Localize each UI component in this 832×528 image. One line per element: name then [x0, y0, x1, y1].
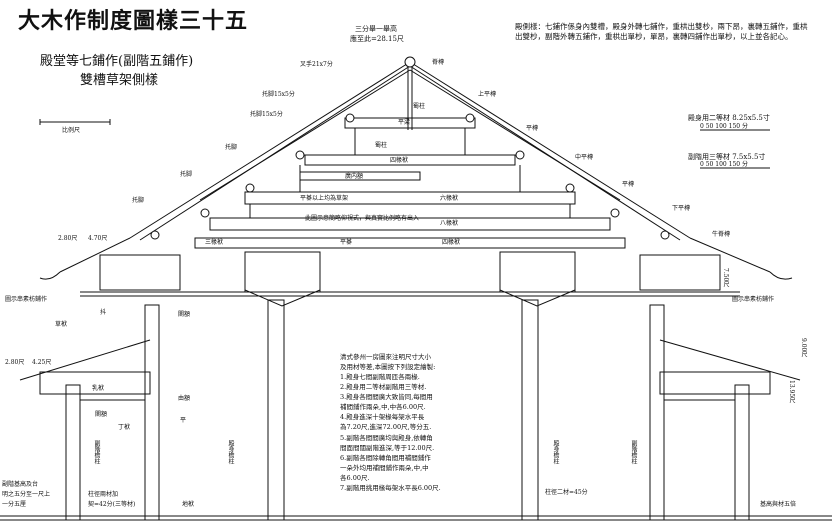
label-qiang: 平 [180, 417, 187, 424]
label-liu-chuan: 六椽栿 [440, 195, 459, 202]
note-line: 5.副階各間間廣均與殿身,依轉角 [340, 433, 433, 442]
note-line: 及用材等差,本圖按下列設定繪製: [340, 363, 436, 372]
label-san-chuan: 三椽栿 [205, 239, 224, 246]
label-zhu-jing-l: 柱徑兩材加 [88, 491, 119, 498]
dim-7: 13.95尺 [788, 380, 795, 404]
dim-4: 4.25尺 [32, 359, 52, 366]
header-note: 殿側樣：七鋪作係身內雙槽，殿身外轉七鋪作，重栱出雙杪，兩下昂，裏轉五鋪作，重栱出… [515, 22, 808, 42]
label-ping-qi-2: 平棊 [340, 239, 353, 246]
label-tuojiao15: 托脚15x5分 [250, 111, 283, 118]
label-tuo: 托腳 [225, 144, 238, 151]
label-dian-shen-zhu: 殿身檐柱 [227, 440, 234, 464]
note-line: 一朵外均用補間鋪作兩朵,中,中 [340, 463, 429, 472]
note-line: 清式參州一房圖來注明尺寸大小 [340, 353, 431, 361]
legend-a-scale: 0 50 100 150 分 [700, 123, 748, 130]
label-xia-ping: 下平槫 [672, 205, 691, 212]
note-line: 各6.00尺. [340, 473, 370, 482]
label-lu-nei: 廣内額 [345, 173, 364, 180]
note-line: 7.副階用挑用椽每架水平長6.00尺. [340, 483, 441, 492]
label-shi-e: 地栿 [182, 501, 195, 508]
dim-1: 2.80尺 [58, 235, 78, 242]
label-yong-e: 闌額 [95, 411, 108, 418]
notes-block: 清式參州一房圖來注明尺寸大小 及用材等差,本圖按下列設定繪製: 1.殿身七間副階… [340, 352, 441, 493]
note-line: 補間鋪作兩朵,中,中各6.00尺. [340, 403, 426, 412]
label-guo-note: 此圖示意簡略仰視式，與真實比例略有出入 [305, 215, 420, 222]
label-dian-shen-zhu-2: 殿身檐柱 [552, 440, 559, 464]
label-tuo-3: 托腳 [132, 197, 145, 204]
left-note-top: 圖示串素枋鋪作 [5, 296, 48, 303]
label-you-e: 由額 [178, 395, 191, 402]
label-ping-liang: 平梁 [398, 119, 411, 126]
label-ji-bang: 蜀柱 [375, 142, 388, 149]
label-tuo-2: 托脚 [180, 171, 193, 178]
label-ping-tou-2: 平槫 [622, 181, 635, 188]
apex-note-1: 三分舉一舉高 [355, 25, 397, 33]
note-line: 為7.20尺,進深72.00尺,等分五. [340, 423, 432, 432]
legend-b: 副階用三等材 7.5x5.5寸 [688, 153, 766, 161]
label-si-chuan-2: 四椽栿 [442, 239, 461, 246]
label-ya-yan: 牛脊槫 [712, 231, 731, 238]
label-fengtou: 抖 [100, 309, 107, 316]
left-bottom-2: 明之五分至一尺上 [2, 491, 51, 498]
label-fu-jie-zhu: 副階檐柱 [93, 440, 100, 464]
label-tuojiao: 托脚15x5分 [262, 91, 295, 98]
note-line: 間面間闊副階進深,等于12.00尺. [340, 443, 435, 452]
label-ping-qi: 平棊以上均為草架 [300, 195, 349, 202]
dim-6: 7.50尺 [722, 268, 729, 288]
label-zhu-jing: 柱徑二材=45分 [545, 489, 588, 496]
label-lu-e: 闌額 [178, 311, 191, 318]
label-ding-fu: 丁栿 [118, 424, 131, 431]
page-title: 大木作制度圖樣三十五 [18, 8, 249, 34]
label-ba-chuan: 八椽栿 [440, 220, 459, 227]
note-line: 1.殿身七間副階周匝各兩椽. [340, 373, 420, 382]
subtitle-2: 雙槽草架側樣 [80, 73, 159, 88]
label-ji-bang-top: 蜀柱 [413, 103, 426, 110]
note-line: 6.副階各間除轉角間用補間鋪作 [340, 453, 431, 462]
dim-3: 2.80尺 [5, 359, 25, 366]
note-line: 2.殿身用二等材副階用三等材. [340, 383, 427, 392]
legend-a: 殿身用二等材 8.25x5.5寸 [688, 114, 770, 122]
label-zhu-jing-l2: 契=42分(三等材) [88, 501, 136, 508]
apex-note-2: 應至此=28.15尺 [350, 35, 404, 43]
dim-5: 9.00尺 [800, 338, 807, 358]
label-jiazi: 叉手21x7分 [300, 61, 333, 68]
right-note-top: 圖示串素枋鋪作 [732, 296, 775, 303]
scale-label: 比例尺 [62, 127, 81, 134]
label-ru-fu: 乳栿 [92, 385, 105, 392]
left-bottom-1: 副階基高及台 [2, 481, 39, 488]
label-cao: 草栿 [55, 321, 68, 328]
label-si-chuan: 四椽栿 [390, 157, 409, 164]
subtitle: 殿堂等七鋪作(副階五鋪作) [40, 54, 194, 69]
label-ping-tou: 平槫 [526, 125, 539, 132]
label-fu-jie-zhu-2: 副階檐柱 [630, 440, 637, 464]
note-line: 3.殿身各間間廣大致皆同,每間用 [340, 393, 433, 402]
label-ji-tou: 脊槫 [432, 59, 445, 66]
right-bottom: 基高與材五倍 [760, 501, 797, 508]
label-zhong-ping: 中平槫 [575, 154, 594, 161]
legend-b-scale: 0 50 100 150 分 [700, 161, 748, 168]
label-shang-ping: 上平槫 [478, 91, 497, 98]
note-line: 4.殿身進深十架椽每架水平長 [340, 413, 425, 422]
dim-2: 4.70尺 [88, 235, 108, 242]
left-bottom-3: 一分五厘 [2, 501, 27, 508]
